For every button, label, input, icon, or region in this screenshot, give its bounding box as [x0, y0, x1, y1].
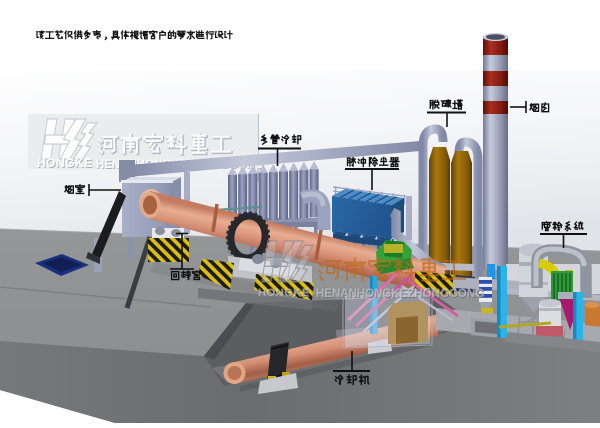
- svg-text:HENANHONGKEZHONGGONG: HENANHONGKEZHONGGONG: [316, 288, 484, 300]
- svg-text:HONGKE: HONGKE: [259, 288, 310, 300]
- svg-text:HONGKE: HONGKE: [37, 156, 93, 170]
- svg-text:HONGKE: HONGKE: [38, 157, 94, 171]
- svg-text:HONGKE: HONGKE: [258, 287, 309, 299]
- svg-text:HENANHONGKEZHONGGONG: HENANHONGKEZHONGGONG: [317, 289, 485, 301]
